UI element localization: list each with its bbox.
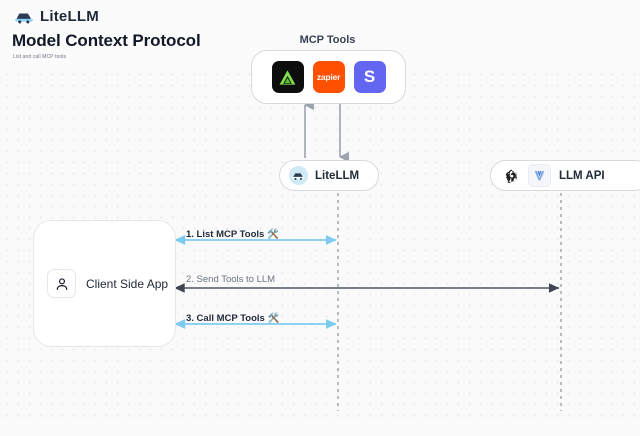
- slack-tool-icon[interactable]: S: [353, 61, 386, 93]
- page-subtitle: List and call MCP tools: [13, 54, 67, 60]
- user-icon: [47, 269, 76, 298]
- zapier-tool-label: zapier: [316, 72, 341, 82]
- node-client-side-app-label: Client Side App: [86, 276, 169, 291]
- tools-emoji-icon: 🛠️: [267, 229, 280, 240]
- message-label-3-text: 3. Call MCP Tools: [186, 313, 265, 324]
- vertex-ai-glyph: [534, 171, 545, 181]
- tools-emoji-icon: 🛠️: [267, 313, 280, 324]
- node-llm-api[interactable]: LLM API: [490, 160, 640, 191]
- message-label-1-text: 1. List MCP Tools: [186, 229, 265, 240]
- node-llm-api-label: LLM API: [559, 169, 605, 182]
- litellm-logo-icon: [14, 9, 34, 25]
- brand-name: LiteLLM: [40, 8, 99, 25]
- brand[interactable]: LiteLLM: [14, 8, 99, 25]
- message-label-1: 1. List MCP Tools 🛠️: [186, 229, 279, 240]
- mcp-tools-group: zapier S: [251, 50, 406, 104]
- message-label-2-text: 2. Send Tools to LLM: [186, 274, 276, 285]
- linear-glyph: [279, 69, 296, 85]
- canvas-bottom-mask: [0, 418, 640, 436]
- node-client-side-app[interactable]: Client Side App: [33, 220, 176, 347]
- page-title: Model Context Protocol: [12, 31, 201, 50]
- litellm-logo-glyph: [15, 13, 33, 23]
- node-litellm-label: LiteLLM: [315, 169, 360, 182]
- page-header: LiteLLM Model Context Protocol List and …: [0, 0, 640, 92]
- user-glyph: [56, 277, 67, 290]
- litellm-logo-glyph: [292, 173, 304, 180]
- mcp-tools-title: MCP Tools: [299, 34, 356, 46]
- message-label-2: 2. Send Tools to LLM: [186, 274, 275, 285]
- slack-tool-label: S: [363, 67, 376, 86]
- openai-glyph: [505, 169, 517, 183]
- litellm-avatar-icon: [289, 166, 308, 185]
- openai-icon: [501, 165, 522, 186]
- zapier-tool-icon[interactable]: zapier: [312, 61, 345, 93]
- node-litellm[interactable]: LiteLLM: [279, 160, 379, 191]
- vertex-ai-icon: [528, 164, 551, 187]
- message-label-3: 3. Call MCP Tools 🛠️: [186, 313, 280, 324]
- linear-tool-icon[interactable]: [271, 61, 304, 93]
